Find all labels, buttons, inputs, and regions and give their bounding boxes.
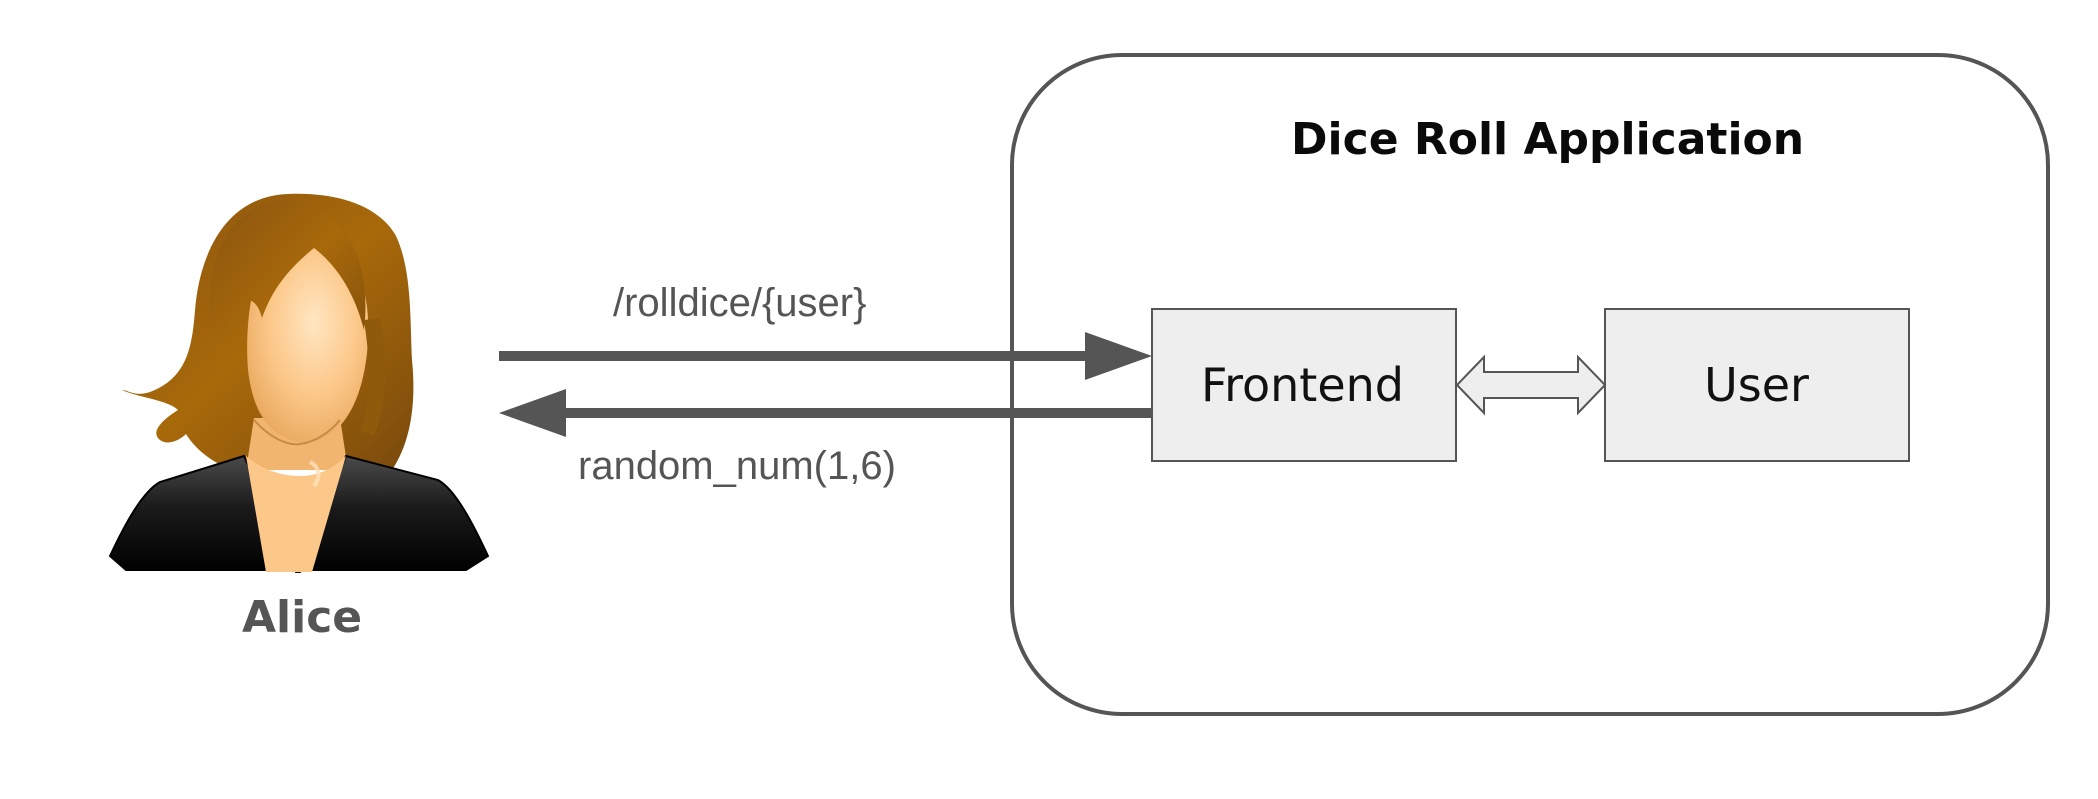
shirt: [246, 456, 346, 572]
bidirectional-arrow: [1455, 354, 1607, 416]
actor-name: Alice: [242, 592, 363, 643]
collar-highlight: [308, 460, 321, 488]
request-arrow: [499, 332, 1152, 380]
application-boundary: [1010, 53, 2050, 716]
request-message-label: /rolldice/{user}: [613, 281, 867, 325]
woman-avatar-icon: [108, 193, 490, 573]
frontend-label: Frontend: [1200, 358, 1404, 412]
hair-strand: [360, 318, 386, 436]
application-title: Dice Roll Application: [1291, 114, 1805, 165]
jaw-line: [253, 419, 341, 446]
response-message-label: random_num(1,6): [578, 444, 896, 488]
user-box[interactable]: [1604, 308, 1910, 462]
hair-fringe: [209, 199, 366, 378]
user-label: User: [1704, 358, 1809, 412]
face: [247, 241, 369, 443]
jacket: [108, 454, 490, 573]
response-arrow: [499, 389, 1152, 437]
frontend-box[interactable]: [1151, 308, 1457, 462]
